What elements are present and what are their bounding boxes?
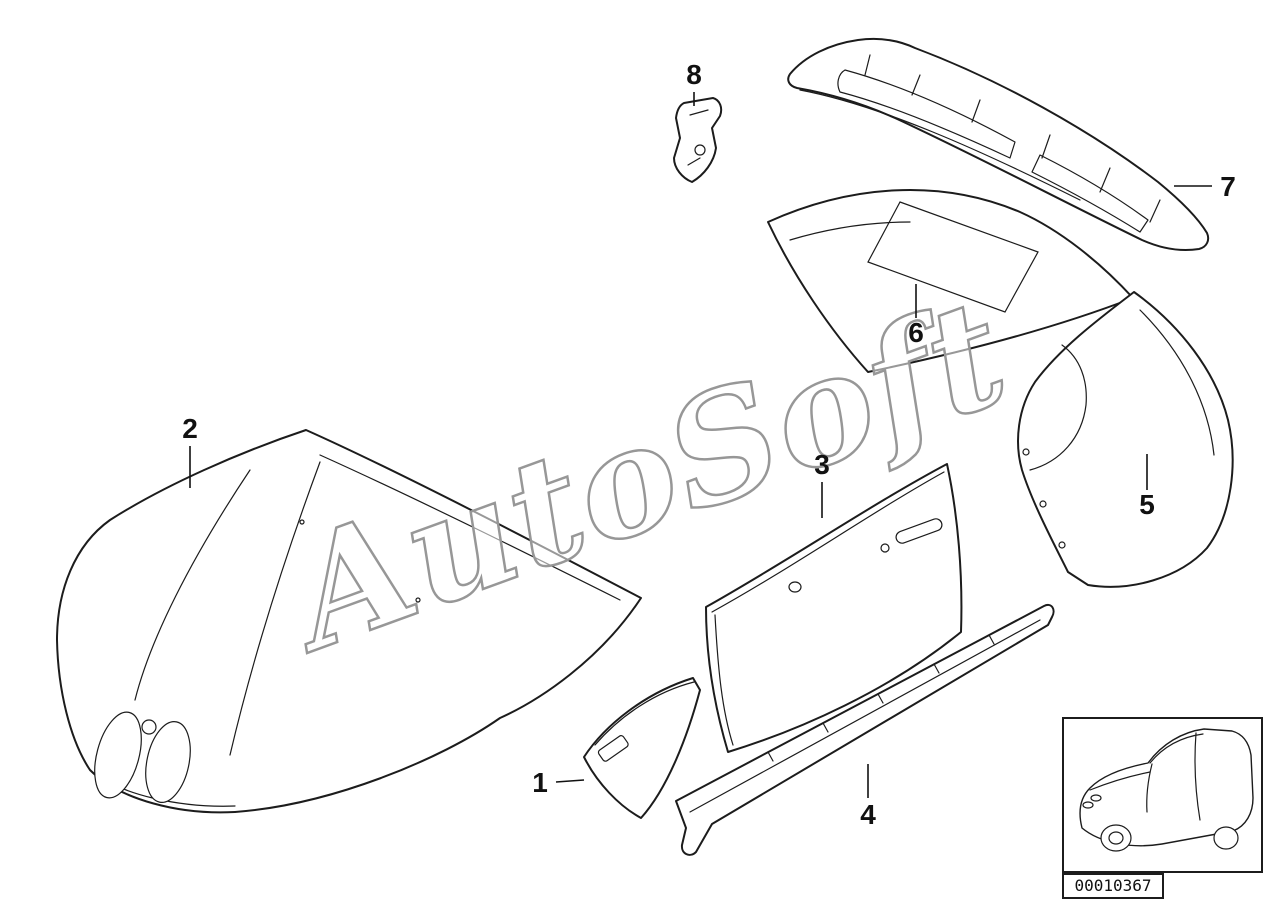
callout-6[interactable]: 6 [908,317,924,348]
door-handle [895,518,943,544]
hood-panel[interactable] [56,429,642,814]
callouts: 1 2 3 4 5 6 7 8 [182,59,1236,830]
rear-deck-panel[interactable] [787,37,1210,251]
callout-3[interactable]: 3 [814,449,830,480]
hood-outline [56,429,642,814]
bracket-detail-lines [687,109,709,166]
trunk-lid-inner-panel [867,201,1039,313]
diagram-code-box [1062,873,1164,899]
sill-inner-line [689,619,1041,813]
trunk-lid-crease [789,221,911,241]
car-thumbnail[interactable]: 00010367 [1062,717,1263,899]
quarter-panel-hole-3 [1058,541,1066,549]
kidney-grille-left [94,711,142,799]
callout-2[interactable]: 2 [182,413,198,444]
car-body-outline [1079,728,1254,847]
rear-deck-opening-left [837,69,1016,159]
sill-outline [675,604,1055,856]
sill-clip-ticks [767,634,995,762]
quarter-panel-wheel-arch [1029,344,1087,471]
side-panel-outline [583,677,701,819]
callout-1[interactable]: 1 [532,767,548,798]
door-mirror-hole [788,581,802,593]
diagram-code: 00010367 [1074,876,1151,895]
quarter-panel-hole-1 [1022,448,1030,456]
car-door-line [1194,732,1201,821]
hood-top-line [319,454,621,601]
bracket-outline [673,97,723,183]
car-rear-wheel [1213,826,1239,850]
door-panel[interactable] [705,463,963,753]
callout-8[interactable]: 8 [686,59,702,90]
car-front-wheel [1100,824,1132,852]
bracket[interactable] [673,97,723,183]
side-panel-slot [597,735,629,762]
door-lock-hole [880,543,890,553]
sill-panel[interactable] [675,604,1055,856]
car-hood-line [1089,771,1151,791]
kidney-grille-right [145,721,191,803]
car-windshield-line [1149,733,1204,764]
quarter-panel-hole-2 [1039,500,1047,508]
door-beltline [711,471,945,613]
car-front-wheel-hub [1108,831,1124,845]
side-panel-flange [594,681,695,746]
car-grille-left [1082,801,1094,809]
rear-deck-opening-right [1031,154,1149,233]
hood-crease-right [229,461,321,756]
hood-crease-left [134,469,251,701]
car-three-quarter-view-icon [1079,728,1254,852]
rear-deck-flange-line [799,89,1081,201]
roundel-badge [141,719,157,735]
callout-4[interactable]: 4 [860,799,876,830]
bracket-hole [694,144,706,156]
rear-deck-ribs [864,54,1161,223]
car-grille-right [1090,794,1102,802]
rear-quarter-panel[interactable] [1017,291,1234,588]
quarter-panel-outline [1017,291,1234,588]
hood-pin-2 [415,597,421,603]
leader-line-1 [555,779,585,783]
front-side-panel[interactable] [583,677,701,819]
callout-5[interactable]: 5 [1139,489,1155,520]
car-a-pillar-line [1146,763,1153,813]
door-edge-line [714,614,734,746]
hood-pin-1 [299,519,305,525]
callout-7[interactable]: 7 [1220,171,1236,202]
quarter-panel-crease [1139,309,1215,456]
